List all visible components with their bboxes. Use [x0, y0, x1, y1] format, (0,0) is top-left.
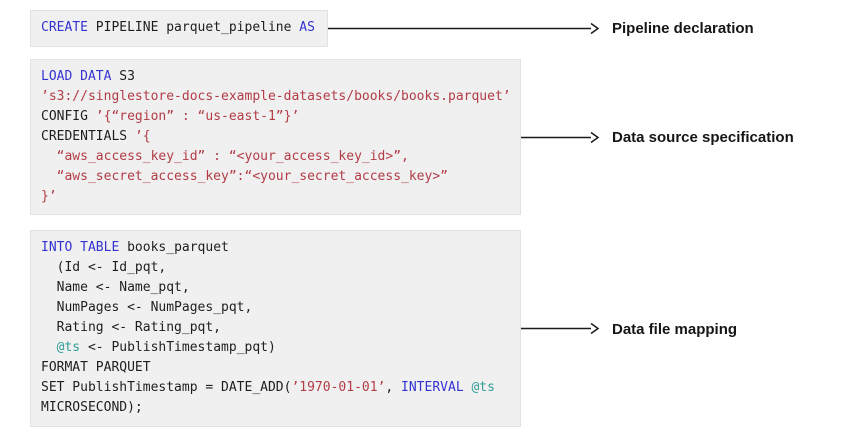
code-block-pipeline-declaration: CREATE PIPELINE parquet_pipeline AS [30, 10, 328, 47]
code-line: SET PublishTimestamp = DATE_ADD(’1970-01… [41, 380, 495, 395]
annotation-pipeline-declaration: Pipeline declaration [612, 20, 754, 37]
annotation-data-source-specification: Data source specification [612, 129, 794, 146]
code-line: CREDENTIALS ’{ [41, 129, 151, 144]
code-line: LOAD DATA S3 [41, 69, 135, 84]
code-line: “aws_access_key_id” : “<your_access_key_… [41, 149, 409, 164]
code-line: MICROSECOND); [41, 400, 143, 415]
code-line: (Id <- Id_pqt, [41, 260, 167, 275]
code-line: ’s3://singlestore-docs-example-datasets/… [41, 89, 511, 104]
code-block-data-file-mapping: INTO TABLE books_parquet (Id <- Id_pqt, … [30, 230, 521, 427]
code-line: Rating <- Rating_pqt, [41, 320, 222, 335]
arrow-pipeline-declaration [328, 22, 600, 35]
code-line: }’ [41, 189, 57, 204]
code-block-data-source-specification: LOAD DATA S3 ’s3://singlestore-docs-examp… [30, 59, 521, 215]
code-line: @ts <- PublishTimestamp_pqt) [56, 340, 276, 355]
arrow-data-file-mapping [521, 322, 600, 335]
code-line: CREATE PIPELINE parquet_pipeline AS [41, 20, 315, 35]
code-line: NumPages <- NumPages_pqt, [41, 300, 253, 315]
code-line: CONFIG ’{“region” : “us-east-1”}’ [41, 109, 300, 124]
arrow-data-source-specification [521, 131, 600, 144]
code-line: INTO TABLE books_parquet [41, 240, 229, 255]
annotation-data-file-mapping: Data file mapping [612, 321, 738, 338]
code-line: Name <- Name_pqt, [41, 280, 190, 295]
code-line: FORMAT PARQUET [41, 360, 151, 375]
code-line: “aws_secret_access_key”:“<your_secret_ac… [41, 169, 448, 184]
